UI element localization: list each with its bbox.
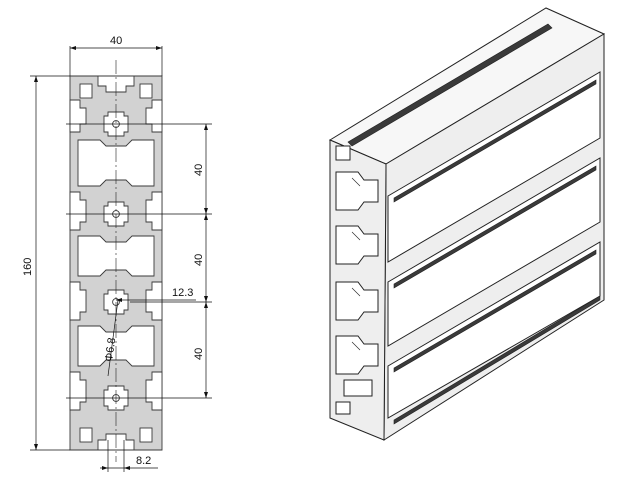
dim-height-label: 160 [22,258,34,276]
iso-end-details [335,145,379,415]
dim-pitches: 40 40 40 [66,123,212,399]
iso-long-slots [347,23,601,425]
edge-slots [69,75,163,451]
dim-offset: 12.3 [116,287,196,302]
dim-pitch-1-label: 40 [193,164,205,176]
dim-pitch-2-label: 40 [193,254,205,266]
dim-hole-label: Φ6.8 [103,337,118,363]
dim-width-label: 40 [110,35,122,47]
dim-height: 160 [22,75,70,451]
corner-pockets [79,83,153,443]
dim-slot: 8.2 [100,440,158,472]
dim-offset-label: 12.3 [172,287,193,299]
dim-hole: Φ6.8 [103,299,119,377]
cross-section-view: 40 160 40 40 40 12.3 [22,35,212,472]
isometric-view [328,7,606,441]
dim-slot-label: 8.2 [136,455,151,467]
dim-pitch-3-label: 40 [193,348,205,360]
dim-width: 40 [69,35,163,76]
